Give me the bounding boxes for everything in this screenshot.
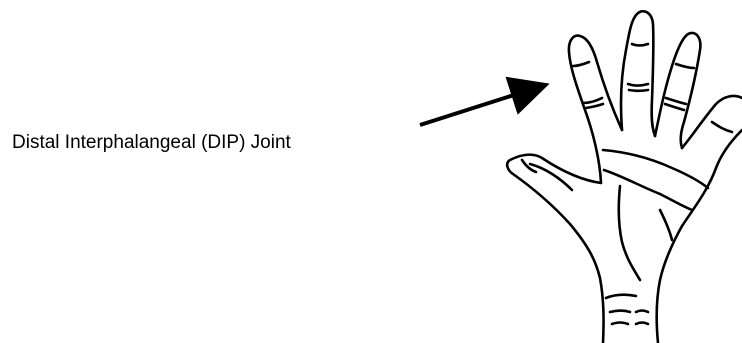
wrist-crease-5 bbox=[634, 321, 650, 326]
dip-joint-label: Distal Interphalangeal (DIP) Joint bbox=[12, 132, 291, 153]
wrist-crease-2 bbox=[608, 309, 632, 314]
head-line bbox=[602, 168, 694, 212]
pointer-arrow bbox=[419, 76, 550, 127]
wrist-crease-1 bbox=[604, 293, 638, 300]
life-line bbox=[617, 184, 642, 282]
palm-crease-small bbox=[658, 208, 674, 242]
thumb-tip-crease bbox=[520, 158, 538, 174]
middle-finger-outline bbox=[619, 10, 657, 138]
middle-pip-crease-2 bbox=[627, 88, 650, 93]
wrist-crease-3 bbox=[610, 321, 630, 326]
ring-pip-crease bbox=[664, 96, 688, 106]
hand-icon bbox=[505, 10, 742, 343]
index-pip-crease-2 bbox=[584, 102, 605, 110]
little-finger-lower bbox=[714, 128, 742, 170]
heart-line bbox=[601, 148, 710, 190]
ring-dip-crease bbox=[674, 62, 696, 70]
middle-dip-crease bbox=[630, 42, 650, 47]
index-dip-crease bbox=[571, 60, 591, 68]
thumb-inner-crease bbox=[528, 162, 574, 192]
middle-pip-crease bbox=[626, 82, 650, 87]
little-finger-outline bbox=[680, 94, 742, 150]
palm-right-outline bbox=[655, 166, 718, 343]
little-pip-crease bbox=[710, 120, 734, 134]
index-pip-crease bbox=[581, 96, 604, 105]
index-finger-outline bbox=[567, 34, 624, 185]
wrist-crease-4 bbox=[634, 309, 650, 314]
ring-finger-outline bbox=[653, 31, 702, 150]
ring-pip-crease-2 bbox=[663, 102, 686, 112]
thumb-outline bbox=[505, 153, 605, 343]
